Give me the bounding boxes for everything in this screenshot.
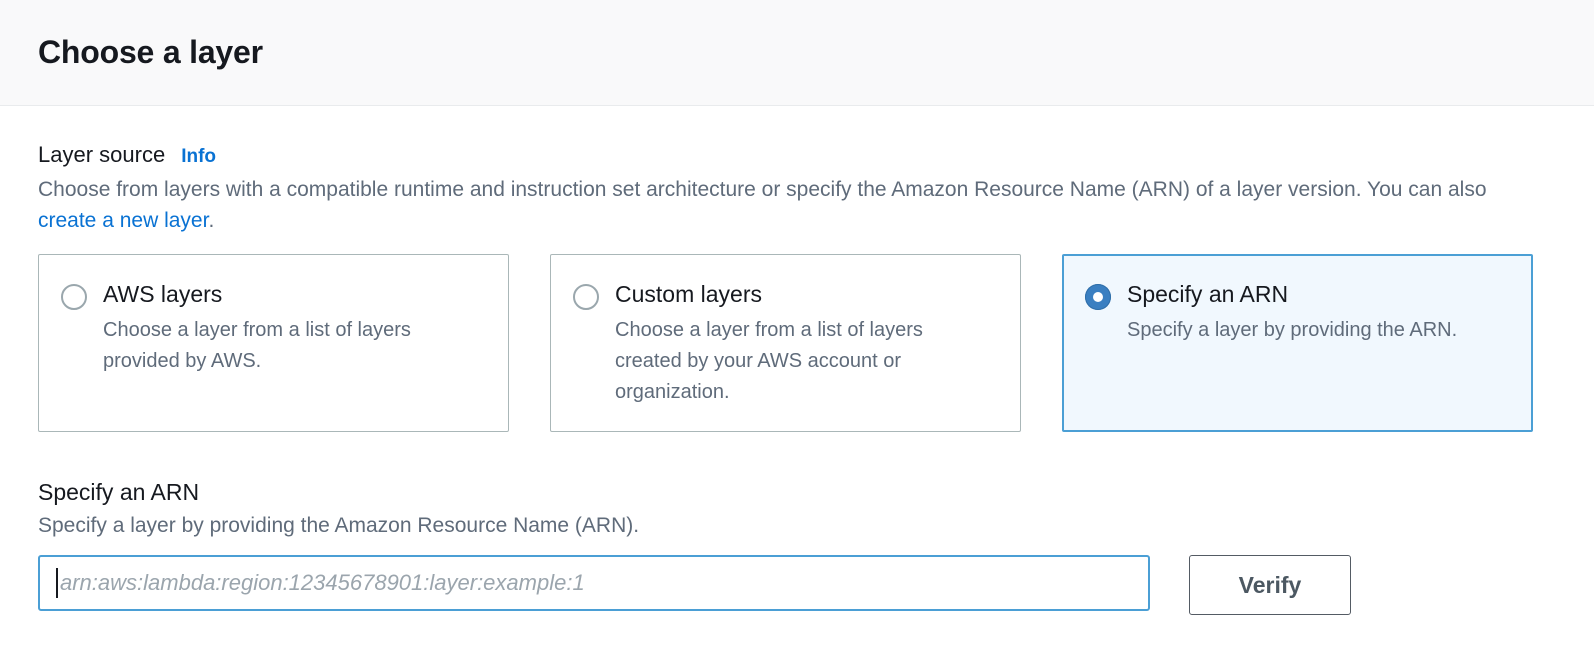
arn-section-title: Specify an ARN: [38, 479, 200, 506]
radio-card-custom-layers[interactable]: Custom layers Choose a layer from a list…: [550, 254, 1021, 433]
arn-input-row: arn:aws:lambda:region:12345678901:layer:…: [38, 555, 1556, 616]
layer-source-description-text-1: Choose from layers with a compatible run…: [38, 178, 1487, 202]
arn-section-description: Specify a layer by providing the Amazon …: [38, 514, 640, 538]
verify-button[interactable]: Verify: [1189, 555, 1351, 616]
info-link[interactable]: Info: [181, 146, 217, 167]
layer-source-radio-group: AWS layers Choose a layer from a list of…: [38, 254, 1556, 433]
arn-section: Specify an ARN Specify a layer by provid…: [38, 478, 1556, 616]
radio-card-aws-layers-title: AWS layers: [103, 281, 223, 308]
text-caret: [56, 568, 58, 599]
radio-card-specify-an-arn-description: Specify a layer by providing the ARN.: [1127, 318, 1458, 341]
layer-source-description: Choose from layers with a compatible run…: [38, 174, 1518, 236]
radio-icon-aws-layers[interactable]: [61, 284, 87, 311]
radio-icon-custom-layers[interactable]: [573, 284, 599, 311]
arn-input-placeholder: arn:aws:lambda:region:12345678901:layer:…: [60, 569, 585, 595]
radio-card-aws-layers[interactable]: AWS layers Choose a layer from a list of…: [38, 254, 509, 433]
radio-card-specify-an-arn-text: Specify an ARN Specify a layer by provid…: [1127, 281, 1457, 411]
create-a-new-layer-link[interactable]: create a new layer: [38, 209, 209, 233]
radio-icon-specify-an-arn[interactable]: [1085, 284, 1111, 311]
modal-body: Layer source Info Choose from layers wit…: [0, 106, 1594, 666]
radio-card-specify-an-arn[interactable]: Specify an ARN Specify a layer by provid…: [1062, 254, 1533, 433]
arn-input[interactable]: arn:aws:lambda:region:12345678901:layer:…: [38, 555, 1150, 612]
layer-source-label: Layer source: [38, 142, 166, 167]
radio-card-custom-layers-description: Choose a layer from a list of layers cre…: [615, 318, 923, 403]
modal-header: Choose a layer: [0, 0, 1594, 106]
radio-card-custom-layers-title: Custom layers: [615, 281, 762, 308]
radio-card-aws-layers-description: Choose a layer from a list of layers pro…: [103, 318, 411, 372]
radio-card-aws-layers-text: AWS layers Choose a layer from a list of…: [103, 281, 483, 411]
radio-card-custom-layers-text: Custom layers Choose a layer from a list…: [615, 281, 995, 411]
radio-card-specify-an-arn-title: Specify an ARN: [1127, 281, 1289, 308]
layer-source-description-text-2: .: [208, 209, 215, 233]
page-title: Choose a layer: [38, 33, 263, 70]
layer-source-label-row: Layer source Info: [38, 142, 1556, 168]
